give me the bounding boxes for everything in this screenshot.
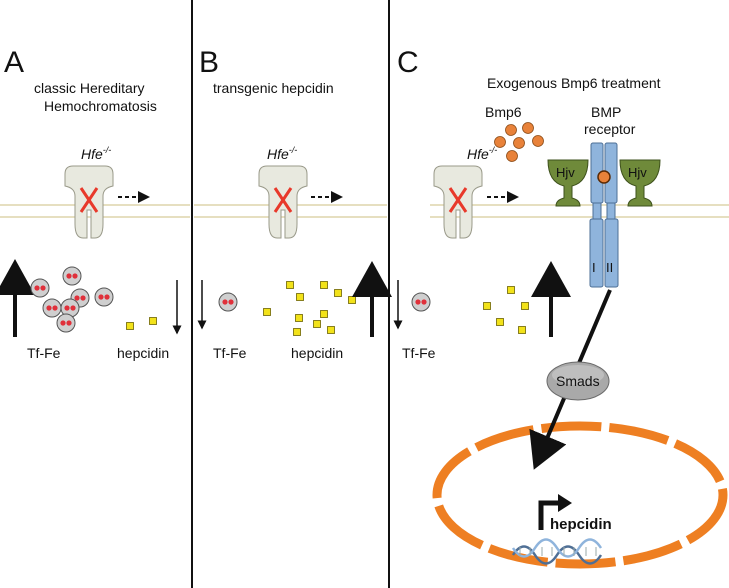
x-mark-icon	[79, 187, 99, 213]
bmp-receptor-label-line1: BMP	[591, 104, 621, 120]
panel-b: B transgenic hepcidin Hfe-/-	[194, 46, 392, 361]
hjv-left-icon	[547, 159, 589, 207]
hjv-right-label: Hjv	[628, 165, 647, 180]
panel-a-gene-label: Hfe-/-	[81, 145, 111, 162]
bmp-receptor-icon	[589, 142, 619, 288]
hepcidin-gene-label: hepcidin	[550, 516, 612, 533]
tf-fe-cluster	[30, 266, 114, 333]
tf-fe-icon	[411, 292, 431, 312]
hepcidin-label: hepcidin	[117, 345, 169, 361]
x-mark-icon	[273, 187, 293, 213]
panel-c-letter: C	[397, 46, 419, 79]
transcription-arrow-icon	[538, 494, 572, 530]
receptor-subunit-2-label: II	[606, 260, 613, 275]
hjv-left-label: Hjv	[556, 165, 575, 180]
tf-fe-icon	[218, 292, 238, 312]
hepcidin-squares	[483, 286, 529, 334]
receptor-subunit-1-label: I	[592, 260, 596, 275]
dna-helix-icon	[511, 538, 603, 565]
panel-b-gene-label: Hfe-/-	[267, 145, 297, 162]
panel-a-title-line2: Hemochromatosis	[44, 98, 157, 114]
smads-icon	[546, 361, 610, 401]
bmp6-label: Bmp6	[485, 104, 522, 120]
x-mark-icon	[448, 187, 468, 213]
membrane	[430, 204, 729, 218]
panel-c-title: Exogenous Bmp6 treatment	[487, 75, 661, 91]
smads-label: Smads	[556, 373, 600, 389]
bmp6-ligand-icons	[494, 122, 544, 162]
panel-a: A classic Hereditary Hemochromatosis Hfe…	[0, 46, 190, 361]
hepcidin-squares	[126, 317, 157, 330]
bmp-receptor-label-line2: receptor	[584, 121, 636, 137]
hepcidin-label: hepcidin	[291, 345, 343, 361]
panel-b-letter: B	[199, 46, 219, 79]
panel-c: C Exogenous Bmp6 treatment Hfe-/- Bmp6 B…	[393, 46, 729, 569]
hepcidin-squares	[263, 281, 356, 336]
panel-a-letter: A	[4, 46, 24, 79]
tf-fe-label: Tf-Fe	[27, 345, 61, 361]
panel-b-title: transgenic hepcidin	[213, 80, 334, 96]
panel-c-gene-label: Hfe-/-	[467, 145, 497, 162]
tf-fe-label: Tf-Fe	[213, 345, 247, 361]
hjv-right-icon	[619, 159, 661, 207]
tf-fe-label: Tf-Fe	[402, 345, 436, 361]
panel-a-title-line1: classic Hereditary	[34, 80, 144, 96]
nucleus-envelope-icon	[432, 421, 728, 569]
